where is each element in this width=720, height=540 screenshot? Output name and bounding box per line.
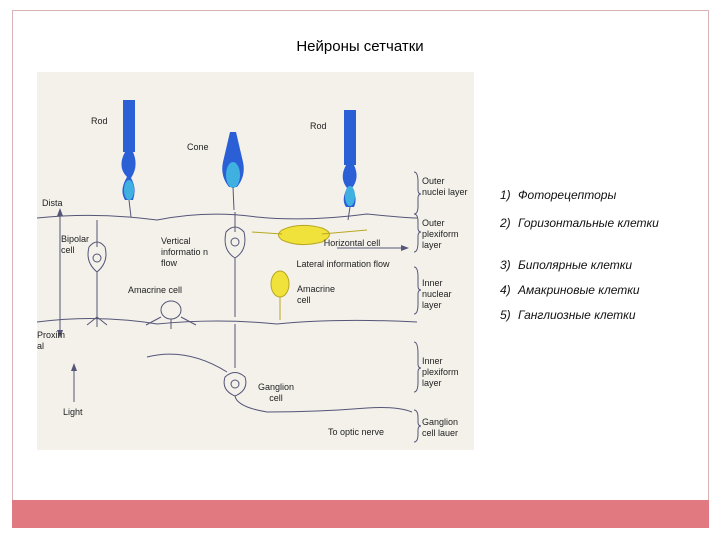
bracket-outer-nuclei (413, 171, 422, 215)
bottom-band (12, 500, 709, 528)
bracket-ganglion (413, 409, 422, 443)
layer-outer-plexiform: Outer plexiform layer (422, 218, 459, 250)
layer-ganglion: Ganglion cell lauer (422, 417, 459, 438)
amacrine-cell-right (270, 270, 290, 320)
amacrine-cell-left (145, 300, 197, 329)
label-horizontal-cell: Horizontal cell (323, 238, 381, 248)
rod-right (342, 110, 357, 221)
label-rod-left: Rod (91, 116, 108, 126)
legend-item: 2)Горизонтальные клетки (500, 216, 659, 230)
retina-illustration (37, 100, 422, 443)
slide-title: Нейроны сетчатки (296, 38, 424, 55)
outer-plexiform-line (37, 213, 418, 221)
layer-outer-nuclei: Outer nuclei layer (422, 176, 468, 197)
layer-inner-plexiform: Inner plexiform layer (422, 356, 459, 388)
bracket-inner-nuclear (413, 266, 422, 315)
label-rod-right: Rod (310, 121, 327, 131)
label-lateral-flow: Lateral information flow (296, 259, 390, 269)
cone-cell (222, 132, 244, 211)
retina-diagram: Rod Rod Cone Dista Bipolar cell Vertical… (37, 72, 474, 450)
inner-plexiform-line (37, 317, 418, 325)
label-ganglion: Ganglion cell (257, 382, 295, 403)
label-light: Light (63, 407, 83, 417)
horizontal-cell (251, 224, 368, 246)
label-distal: Dista (42, 198, 63, 208)
legend-item: 1)Фоторецепторы (500, 188, 617, 202)
label-cone: Cone (187, 142, 209, 152)
label-proximal: Proxim al (37, 330, 66, 351)
legend-item: 3)Биполярные клетки (500, 258, 633, 272)
label-bipolar: Bipolar cell (61, 234, 90, 255)
layer-inner-nuclear: Inner nuclear layer (422, 278, 452, 310)
label-vertical-flow: Vertical informatio n flow (161, 236, 209, 268)
vertical-cell (224, 212, 246, 317)
legend-item: 5)Ганглиозные клетки (500, 308, 636, 322)
ganglion-cell (146, 324, 413, 413)
bracket-inner-plexiform (413, 341, 422, 393)
legend-item: 4)Амакриновые клетки (500, 283, 640, 297)
rod-left (121, 100, 136, 218)
label-amacrine-right: Amacrine cell (297, 284, 336, 305)
label-optic-nerve: To optic nerve (328, 427, 385, 437)
bracket-outer-plexiform (413, 213, 422, 253)
label-amacrine-left: Amacrine cell (128, 285, 183, 295)
